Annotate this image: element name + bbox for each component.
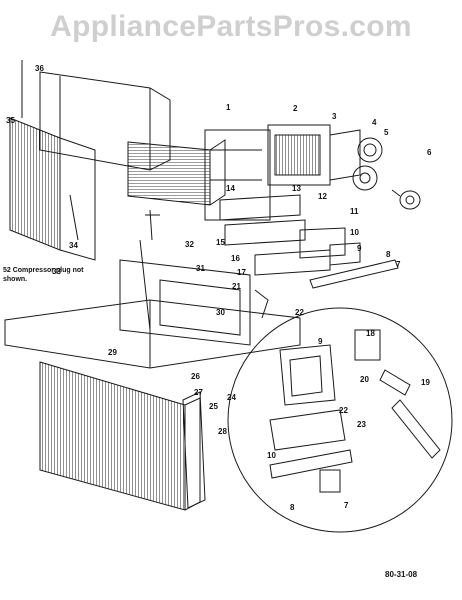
- detail-callout-19: 19: [421, 378, 430, 387]
- callout-5: 5: [384, 128, 389, 137]
- detail-callout-22: 22: [339, 406, 348, 415]
- watermark: AppliancePartsPros.com: [50, 10, 412, 43]
- detail-callout-18: 18: [366, 329, 375, 338]
- callout-31: 31: [196, 264, 205, 273]
- callout-36: 36: [35, 64, 44, 73]
- base-pan: [4, 299, 301, 369]
- callout-12: 12: [318, 192, 327, 201]
- callout-25: 25: [209, 402, 218, 411]
- callout-35: 35: [6, 116, 15, 125]
- detail-callout-9: 9: [318, 337, 323, 346]
- detail-callout-23: 23: [357, 420, 366, 429]
- callout-22: 22: [295, 308, 304, 317]
- detail-callout-20: 20: [360, 375, 369, 384]
- control-panel: [204, 129, 271, 221]
- knob-4: [357, 137, 383, 163]
- callout-27: 27: [194, 388, 203, 397]
- control-board: [267, 124, 331, 186]
- knob-5: [352, 165, 378, 191]
- callout-3: 3: [332, 112, 337, 121]
- callout-4: 4: [372, 118, 377, 127]
- terminal-strips: [219, 194, 331, 276]
- callout-24: 24: [227, 393, 236, 402]
- callout-21: 21: [232, 282, 241, 291]
- side-panel: [182, 391, 206, 509]
- condenser-coil-left: [9, 60, 96, 261]
- callout-8: 8: [386, 250, 391, 259]
- relay-assembly: [299, 227, 361, 266]
- callout-16: 16: [231, 254, 240, 263]
- wire-connector: [254, 289, 269, 319]
- detail-callout-7: 7: [344, 501, 349, 510]
- bracket: [329, 129, 361, 181]
- figure-code: 80-31-08: [385, 570, 418, 579]
- evaporator-coil: [127, 139, 226, 206]
- mounting-rail: [309, 259, 399, 289]
- callout-34: 34: [69, 241, 78, 250]
- callout-10: 10: [350, 228, 359, 237]
- callout-30: 30: [216, 308, 225, 317]
- detail-inset: [227, 307, 453, 533]
- callout-9: 9: [357, 244, 362, 253]
- callout-6: 6: [427, 148, 432, 157]
- chassis: [119, 239, 251, 346]
- callout-29: 29: [108, 348, 117, 357]
- callout-26: 26: [191, 372, 200, 381]
- detail-callout-8: 8: [290, 503, 295, 512]
- callout-11: 11: [350, 207, 359, 216]
- condenser-coil-lower: [39, 361, 201, 511]
- refrigerant-line: [69, 194, 79, 241]
- callout-14: 14: [226, 184, 235, 193]
- compressor-plug-note: 52 Compressor plug not shown.: [3, 267, 84, 283]
- callout-13: 13: [292, 184, 301, 193]
- callout-28: 28: [218, 427, 227, 436]
- callout-15: 15: [216, 238, 225, 247]
- callout-33: 33: [52, 267, 61, 276]
- wire-harness: [145, 209, 160, 241]
- callout-32: 32: [185, 240, 194, 249]
- callout-17: 17: [237, 268, 246, 277]
- callout-2: 2: [293, 104, 298, 113]
- callout-7: 7: [396, 260, 401, 269]
- knob-6: [391, 189, 421, 210]
- callout-1: 1: [226, 103, 231, 112]
- detail-callout-10: 10: [267, 451, 276, 460]
